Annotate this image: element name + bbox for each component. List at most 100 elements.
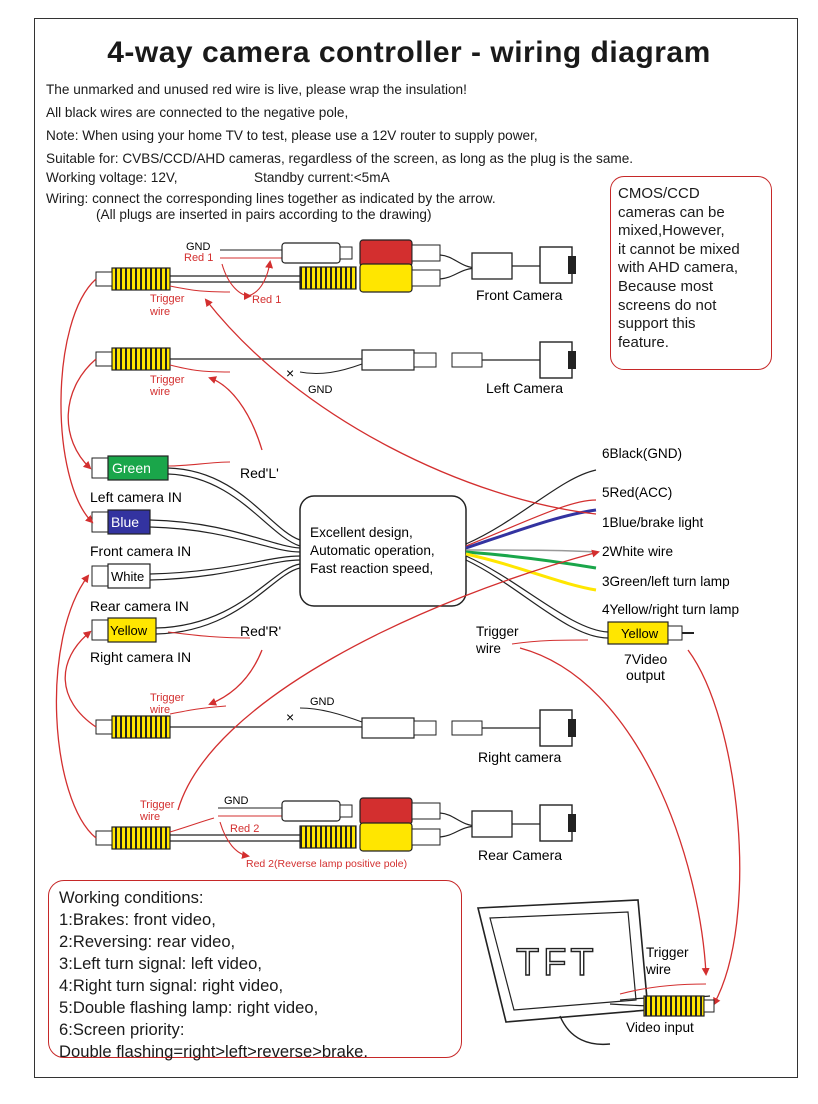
yellow-input-plug xyxy=(107,617,157,643)
connect-arrow xyxy=(219,821,250,859)
output-yellow-label: 4Yellow/right turn lamp xyxy=(602,602,739,617)
condition-line: 6:Screen priority: xyxy=(59,1020,185,1039)
arrow-rear-trigger-to-white xyxy=(177,549,600,811)
dc-plug-male xyxy=(281,800,341,822)
arrow-left-to-green xyxy=(67,358,97,470)
video-out-cable xyxy=(465,555,609,633)
red2-label: Red 2 xyxy=(230,823,259,835)
white-input-plug xyxy=(107,563,151,589)
yellow-turn-wire xyxy=(465,552,597,592)
arrow-redr-to-trigger xyxy=(208,649,263,706)
right-camera-in-label: Right camera IN xyxy=(90,649,191,665)
tft-video-input-plug xyxy=(643,995,705,1017)
note-suitable: Suitable for: CVBS/CCD/AHD cameras, rega… xyxy=(46,151,634,166)
working-conditions-box: Working conditions: 1:Brakes: front vide… xyxy=(48,880,462,1061)
yellow-plug-label: Yellow xyxy=(110,623,148,638)
cut-mark: × xyxy=(286,365,294,381)
rca-plug xyxy=(299,266,357,290)
connector-female xyxy=(451,720,483,736)
arrow-trigger-to-tft xyxy=(519,647,710,976)
left-camera-harness: × GND Trigger wire Left Camera xyxy=(95,341,576,398)
trigger-wire-label: wire xyxy=(149,704,170,716)
condition-line: 2:Reversing: rear video, xyxy=(59,932,236,951)
condition-line: 5:Double flashing lamp: right video, xyxy=(59,998,319,1017)
arrow-front-to-blue xyxy=(60,278,97,524)
video-plug-label: Yellow xyxy=(621,626,659,641)
controller-box xyxy=(299,495,467,607)
blue-plug-label: Blue xyxy=(111,514,139,530)
condition-line: 1:Brakes: front video, xyxy=(59,910,216,929)
red2-full-label: Red 2(Reverse lamp positive pole) xyxy=(246,858,407,870)
arrow-rear-to-white xyxy=(55,574,97,839)
routing-arrows xyxy=(55,278,741,1006)
front-camera-in-label: Front camera IN xyxy=(90,543,191,559)
mix-note-line: with AHD camera, xyxy=(618,259,739,277)
trigger-wire-label: wire xyxy=(149,306,170,318)
note-live-wire: The unmarked and unused red wire is live… xyxy=(46,82,467,97)
condition-line: 4:Right turn signal: right video, xyxy=(59,976,284,995)
camera-lens xyxy=(568,351,576,369)
camera-body xyxy=(539,341,573,379)
note-black-wires: All black wires are connected to the neg… xyxy=(46,105,349,120)
tft-monitor: TFT Trigger wire Video input xyxy=(476,899,715,1046)
gnd-label: GND xyxy=(310,696,335,708)
tft-screen-label: TFT xyxy=(516,942,598,984)
blue-brake-wire xyxy=(465,508,597,550)
page-title: 4-way camera controller - wiring diagram xyxy=(107,36,711,69)
note-tv-test: Note: When using your home TV to test, p… xyxy=(46,128,538,143)
trigger-label: Trigger xyxy=(140,799,175,811)
camera-lens xyxy=(568,256,576,274)
connector-female xyxy=(451,352,483,368)
camera-lens xyxy=(568,814,576,832)
trigger-label: Trigger xyxy=(476,624,519,639)
dc-plug-male xyxy=(281,242,341,264)
blue-input-plug xyxy=(107,509,151,535)
controller-unit: Excellent design, Automatic operation, F… xyxy=(90,446,739,683)
rca-plug xyxy=(111,267,171,291)
mix-note-line: Because most xyxy=(618,277,714,295)
red-acc-wire xyxy=(465,499,597,547)
controller-text: Fast reaction speed, xyxy=(310,561,433,576)
output-blue-label: 1Blue/brake light xyxy=(602,515,703,530)
trigger-label: Trigger xyxy=(150,293,185,305)
mix-note-line: mixed,However, xyxy=(618,222,725,240)
note-wiring: Wiring: connect the corresponding lines … xyxy=(46,191,496,206)
rear-camera-label: Rear Camera xyxy=(478,847,562,863)
output-black-label: 6Black(GND) xyxy=(602,446,682,461)
connect-arrow xyxy=(247,260,274,297)
white-plug-label: White xyxy=(111,569,144,584)
tft-trigger-wire-label: wire xyxy=(645,962,671,977)
white-wire xyxy=(465,549,597,553)
left-camera-in-label: Left camera IN xyxy=(90,489,182,505)
dc-plug-female xyxy=(359,797,413,825)
green-turn-wire xyxy=(465,550,597,570)
output-red-label: 5Red(ACC) xyxy=(602,485,672,500)
condition-line: Working conditions: xyxy=(59,888,204,907)
arrow-brake-to-front-trigger xyxy=(204,298,597,515)
rca-plug xyxy=(359,263,413,293)
output-white-label: 2White wire xyxy=(602,544,673,559)
arrow-right-to-yellow xyxy=(64,630,97,728)
mix-note-line: it cannot be mixed xyxy=(618,240,740,258)
inline-block xyxy=(471,810,513,838)
tft-video-input-label: Video input xyxy=(626,1020,694,1035)
connect-arrow xyxy=(221,263,252,300)
mix-note-line: support this xyxy=(618,315,696,333)
trigger-label: Trigger xyxy=(150,374,185,386)
front-camera-label: Front Camera xyxy=(476,287,563,303)
rear-camera-in-label: Rear camera IN xyxy=(90,598,189,614)
arrow-redl-to-trigger xyxy=(208,376,263,451)
right-camera-harness: × GND Trigger wire Right camera xyxy=(95,692,576,765)
dc-plug-female xyxy=(359,239,413,267)
monitor-stand xyxy=(559,1015,611,1046)
trigger-wire-label: wire xyxy=(475,641,501,656)
camera-mix-note: CMOS/CCD cameras can be mixed,However, i… xyxy=(610,176,772,370)
rear-camera-harness: GND Red 2 Red 2(Reverse lamp positive po… xyxy=(95,795,576,870)
right-camera-label: Right camera xyxy=(478,749,561,765)
camera-body xyxy=(539,709,573,747)
output-green-label: 3Green/left turn lamp xyxy=(602,574,730,589)
left-camera-label: Left Camera xyxy=(486,380,563,396)
note-standby: Standby current:<5mA xyxy=(254,170,390,185)
mix-note-line: screens do not xyxy=(618,296,717,314)
